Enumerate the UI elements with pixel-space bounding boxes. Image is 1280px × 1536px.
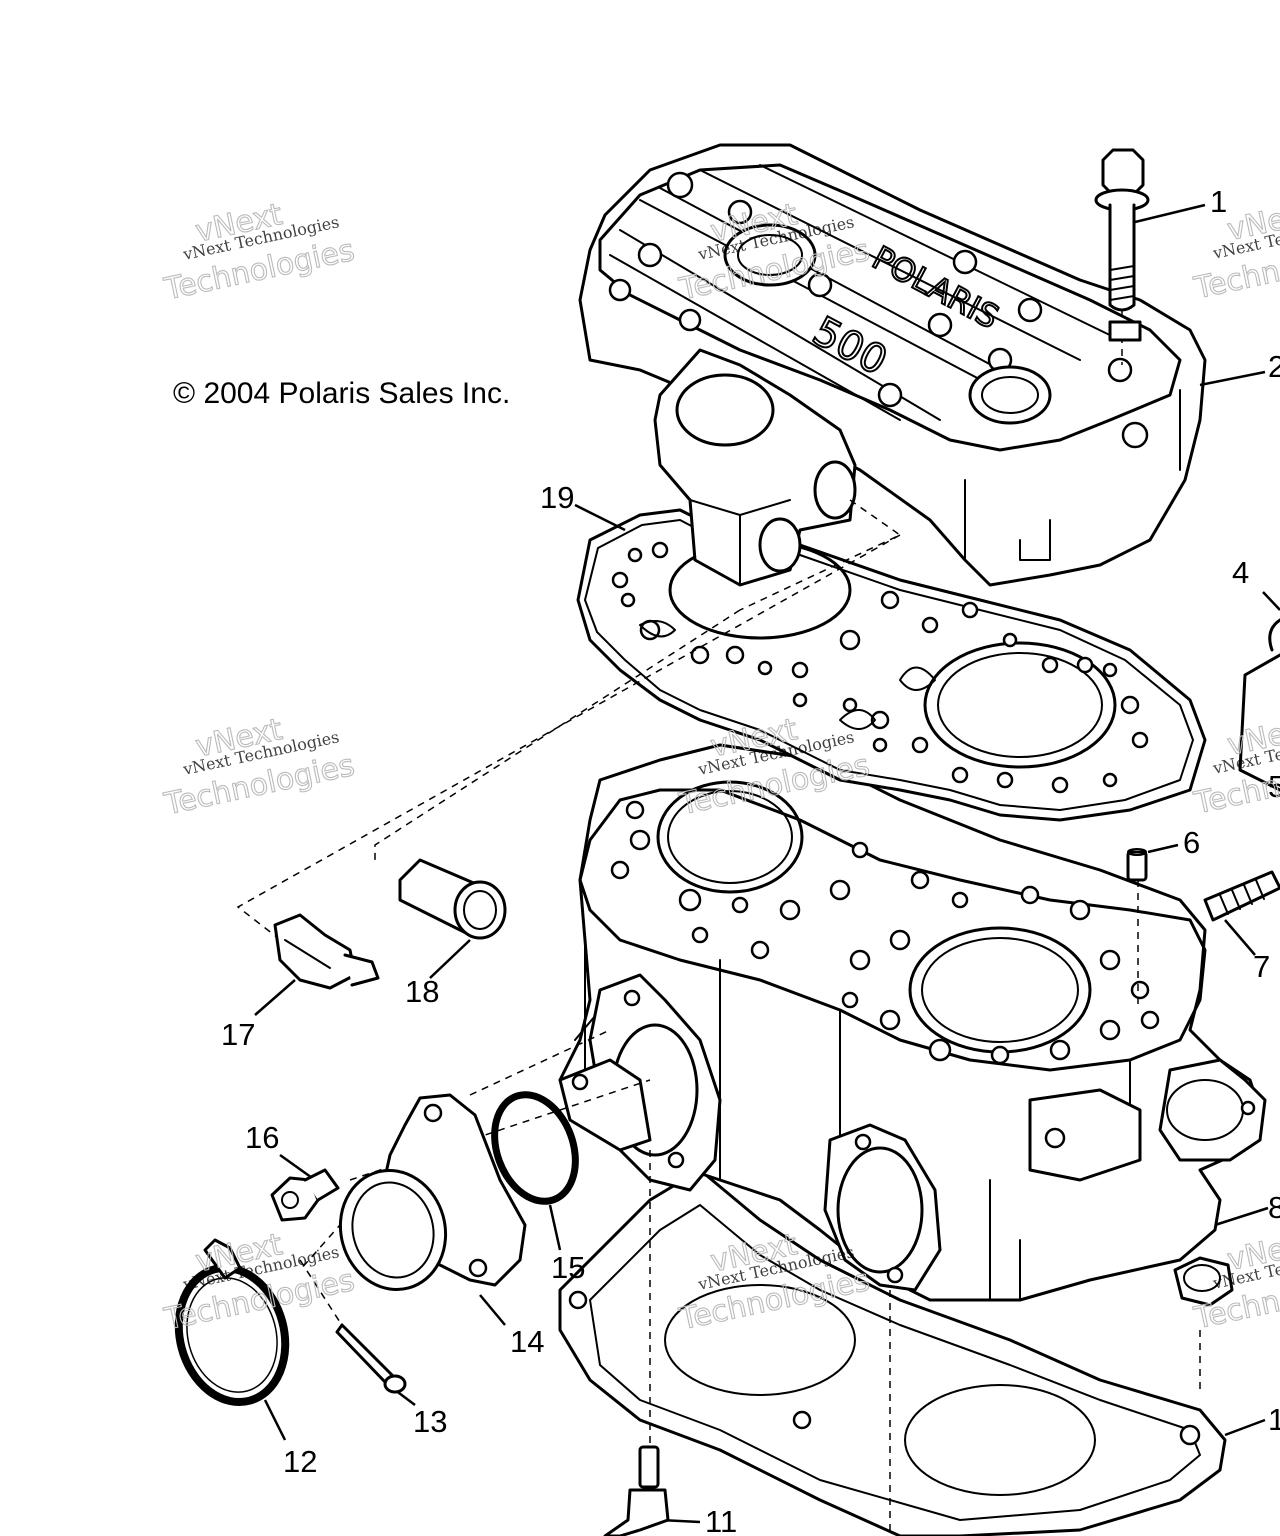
- watermark-mid-left: vNext vNext Technologies Technologies: [160, 712, 358, 823]
- block-stud-holes: [610, 800, 1160, 1065]
- head-bolt: [1094, 148, 1150, 365]
- flange-nut: [1173, 1256, 1234, 1307]
- temperature-sensor: [273, 913, 380, 990]
- head-gasket: [576, 508, 1207, 822]
- flange-bolt: [270, 1168, 340, 1222]
- callout-4: 4: [1232, 555, 1249, 590]
- clamp-screw: [335, 1323, 407, 1394]
- water-outlet-housing: [653, 348, 902, 611]
- o-ring: [491, 1091, 579, 1205]
- callout-labels: 1 2 4 5 6 7 8 1 11 12 13 14 15 16 17 18 …: [221, 184, 1280, 1536]
- cover-bolt-bosses: [608, 171, 1149, 449]
- copyright-notice: © 2004 Polaris Sales Inc.: [173, 377, 510, 410]
- callout-19: 19: [540, 480, 574, 515]
- callout-2: 2: [1268, 349, 1280, 384]
- watermark-bottom-left: vNext vNext Technologies Technologies: [160, 1227, 358, 1338]
- callout-14: 14: [510, 1324, 544, 1359]
- watermark-top-right: vNext vNext Technologies Technologies: [1190, 195, 1280, 307]
- callout-18: 18: [405, 974, 439, 1009]
- intake-adapter: [338, 1093, 527, 1291]
- callout-5: 5: [1268, 769, 1280, 804]
- partial-part-right: [1238, 618, 1280, 792]
- drain-fitting: [603, 1445, 670, 1536]
- callout-7: 7: [1253, 949, 1270, 984]
- cylinder-block: [558, 743, 1267, 1302]
- base-gasket: [558, 1168, 1227, 1536]
- callout-13: 13: [413, 1404, 447, 1439]
- callout-12: 12: [283, 1444, 317, 1479]
- callout-8: 8: [1268, 1190, 1280, 1225]
- callout-leaders: [254, 203, 1280, 1524]
- callout-10: 1: [1268, 1402, 1280, 1437]
- cylinder-head-cover: 500 POLARIS: [578, 143, 1207, 587]
- callout-16: 16: [245, 1120, 279, 1155]
- callout-6: 6: [1183, 825, 1200, 860]
- watermark-top-left: vNext vNext Technologies Technologies: [160, 197, 358, 308]
- hose-clamp: [174, 1238, 290, 1407]
- callout-17: 17: [221, 1017, 255, 1052]
- callout-11: 11: [705, 1504, 737, 1536]
- callout-15: 15: [551, 1250, 585, 1285]
- exhaust-stud: [1203, 870, 1280, 922]
- callout-1: 1: [1210, 184, 1227, 219]
- hose-sleeve: [398, 858, 507, 940]
- dowel-pin: [1126, 848, 1148, 882]
